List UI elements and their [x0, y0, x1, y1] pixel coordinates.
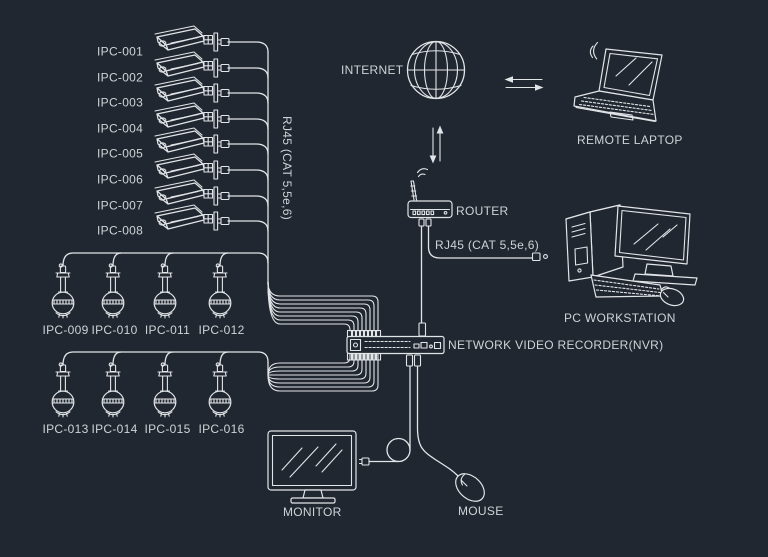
dome-camera-icon [208, 263, 232, 319]
cable [227, 169, 269, 181]
cable [112, 351, 122, 366]
camera-label: IPC-007 [97, 199, 143, 213]
camera-label: IPC-008 [97, 224, 143, 238]
cable [112, 252, 122, 267]
dome-camera-icon [153, 362, 177, 418]
bullet-camera-group: IPC-001 IPC-002 IPC-003 IPC-004 IPC-005 … [97, 25, 230, 238]
camera-label: IPC-004 [97, 122, 143, 136]
internet-globe-icon [406, 40, 466, 100]
rj45-plug [531, 252, 541, 262]
cable [227, 92, 269, 104]
bidirectional-arrow-horizontal [504, 76, 544, 91]
dome-camera-icon [101, 362, 125, 418]
cable-nvr-to-mouse [416, 365, 459, 477]
bullet-camera-icon [154, 51, 230, 78]
cable [219, 252, 229, 267]
rj45-plug [543, 254, 548, 259]
bullet-camera-icon [154, 179, 230, 206]
camera-label: IPC-013 [42, 422, 88, 436]
bidirectional-arrow-vertical [429, 125, 444, 164]
wifi-icon [416, 168, 429, 178]
cable-bundle-top [267, 281, 382, 338]
nvr-icon [346, 335, 445, 355]
bullet-camera-icon [154, 25, 230, 52]
camera-label: IPC-016 [198, 422, 244, 436]
camera-label: IPC-001 [97, 45, 143, 59]
cable [227, 143, 269, 155]
cable [227, 67, 269, 79]
bullet-camera-icon [154, 76, 230, 103]
bullet-camera-icon [154, 153, 230, 180]
camera-label: IPC-012 [198, 323, 244, 337]
camera-label: IPC-015 [144, 422, 190, 436]
camera-label: IPC-014 [91, 422, 137, 436]
cable-bundle-bottom [267, 352, 382, 392]
cable-loop [386, 437, 411, 463]
cable-router-to-pc [427, 225, 533, 259]
mouse-label: MOUSE [458, 504, 504, 518]
monitor-plug [361, 457, 370, 466]
cabling [62, 41, 548, 477]
camera-label: IPC-009 [42, 323, 88, 337]
remote-laptop-label: REMOTE LAPTOP [577, 133, 683, 147]
router-icon [407, 168, 453, 219]
cable [227, 220, 269, 232]
antenna [410, 180, 418, 201]
dome-camera-icon [101, 263, 125, 319]
dome-camera-row2: IPC-013 IPC-014 IPC-015 IPC-016 [42, 362, 244, 436]
camera-label: IPC-010 [91, 323, 137, 337]
rj45-plug [418, 322, 427, 337]
camera-label: IPC-003 [97, 96, 143, 110]
router-label: ROUTER [456, 204, 508, 218]
nvr-label: NETWORK VIDEO RECORDER(NVR) [448, 338, 663, 352]
pc-workstation-label: PC WORKSTATION [564, 311, 676, 325]
monitor-label: MONITOR [283, 505, 342, 519]
monitor-icon [267, 430, 357, 504]
rj45-plug [418, 218, 425, 227]
pc-workstation-icon [565, 204, 698, 307]
rj45-plug [425, 218, 432, 227]
cable [227, 118, 269, 130]
cable-bus [62, 252, 269, 267]
camera-label: IPC-005 [97, 147, 143, 161]
camera-label: IPC-011 [145, 323, 190, 337]
wifi-icon [589, 41, 599, 60]
rj45-trunk-label: RJ45 (CAT 5,5e,6) [280, 116, 294, 220]
cable [227, 41, 269, 53]
dome-camera-icon [153, 263, 177, 319]
dome-camera-row1: IPC-009 IPC-010 IPC-011 IPC-012 [42, 263, 244, 337]
cable [219, 351, 229, 366]
rj45-cable-label: RJ45 (CAT 5,5e,6) [435, 238, 539, 252]
internet-label: INTERNET [341, 63, 404, 77]
bullet-camera-icon [154, 127, 230, 154]
mouse-icon [455, 473, 485, 502]
camera-label: IPC-006 [97, 173, 143, 187]
cable [227, 195, 269, 207]
cable-bus [62, 351, 269, 366]
bullet-camera-icon [154, 102, 230, 129]
camera-label: IPC-002 [97, 71, 143, 85]
dome-camera-icon [51, 263, 75, 319]
bullet-camera-icon [154, 204, 230, 231]
dome-camera-icon [208, 362, 232, 418]
cable [164, 252, 174, 267]
cable [164, 351, 174, 366]
rj45-plug [413, 354, 422, 367]
dome-camera-icon [51, 362, 75, 418]
rj45-plug [405, 354, 414, 367]
laptop-icon [573, 41, 663, 123]
